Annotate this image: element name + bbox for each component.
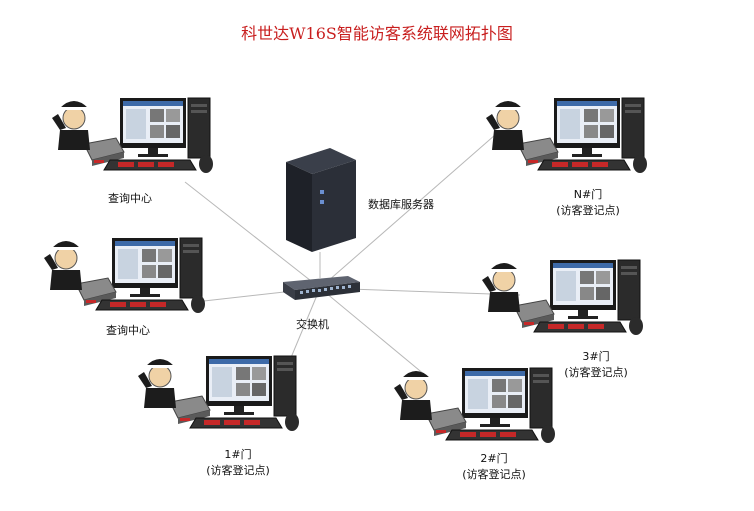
- workstation-query1: [51, 97, 214, 174]
- door1-name: 1#门: [224, 448, 252, 461]
- link-door1: [289, 287, 321, 361]
- workstation-query2: [43, 237, 206, 314]
- diagram-title: 科世达W16S智能访客系统联网拓扑图: [241, 24, 513, 43]
- link-doorN: [319, 134, 496, 289]
- label-server: 数据库服务器: [368, 198, 434, 211]
- door3-sub: (访客登记点): [564, 366, 628, 379]
- label-door1: 1#门 (访客登记点): [198, 446, 278, 478]
- doorN-name: N#门: [573, 188, 603, 201]
- switch-icon: [283, 276, 360, 300]
- server-icon: [286, 148, 356, 252]
- door2-name: 2#门: [480, 452, 508, 465]
- link-door2: [319, 287, 426, 376]
- connection-lines: [184, 134, 521, 376]
- door1-sub: (访客登记点): [206, 464, 270, 477]
- workstation-doorN: [485, 97, 648, 174]
- door2-sub: (访客登记点): [462, 468, 526, 481]
- label-switch: 交换机: [296, 318, 329, 331]
- label-door3: 3#门 (访客登记点): [556, 348, 636, 380]
- workstation-door2: [393, 367, 556, 444]
- label-door2: 2#门 (访客登记点): [454, 450, 534, 482]
- label-query1: 查询中心: [108, 192, 152, 205]
- workstation-door1: [137, 355, 300, 432]
- label-doorN: N#门 (访客登记点): [548, 186, 628, 218]
- label-query2: 查询中心: [106, 324, 150, 337]
- link-query1: [184, 181, 321, 289]
- door3-name: 3#门: [582, 350, 610, 363]
- doorN-sub: (访客登记点): [556, 204, 620, 217]
- workstation-door3: [481, 259, 644, 336]
